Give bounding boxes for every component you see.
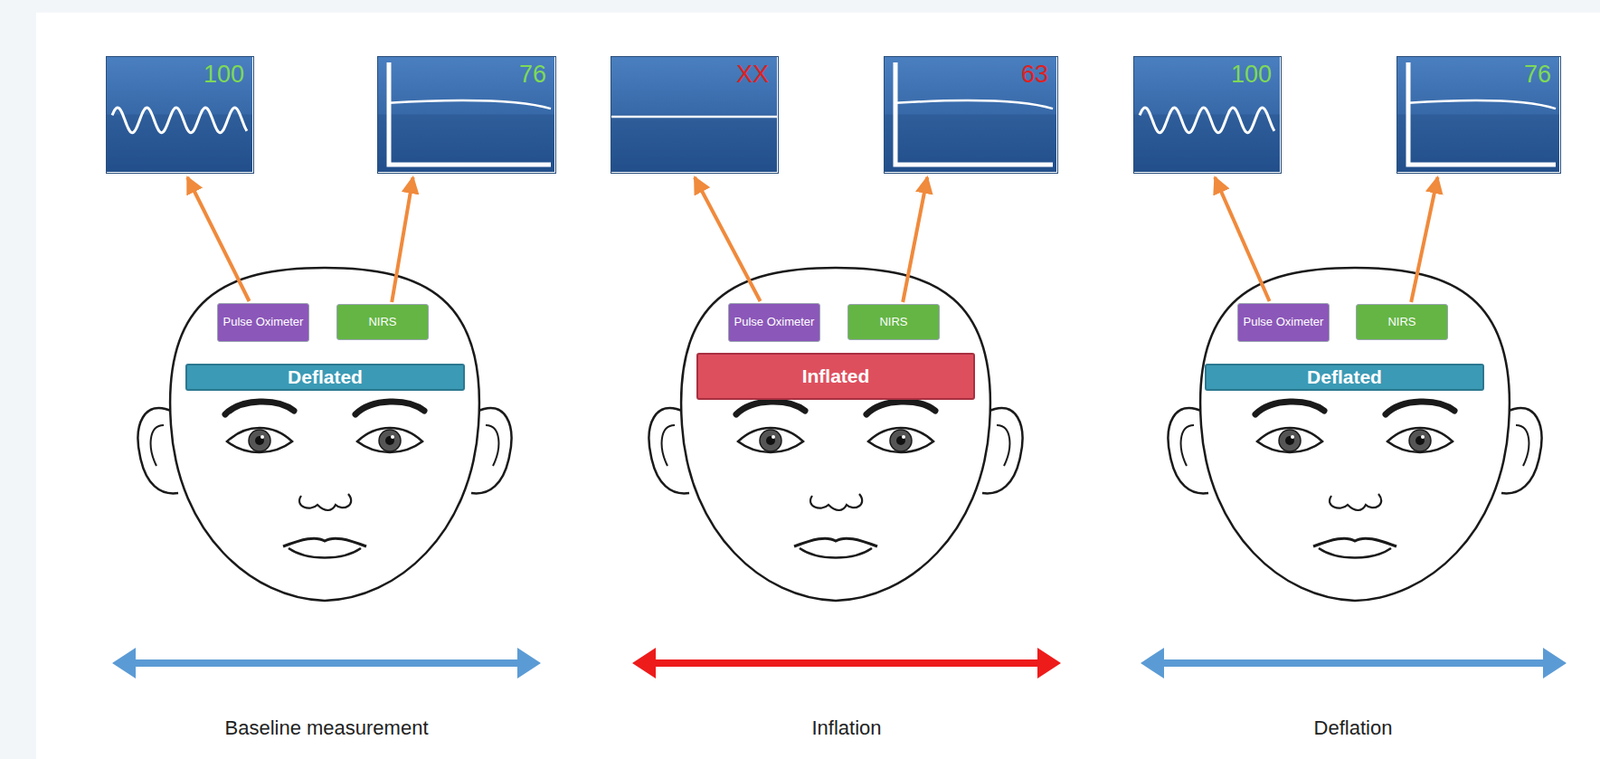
head-drawing [138,267,512,601]
phase-caption: Baseline measurement [224,716,428,740]
reading-value: 100 [1230,60,1272,89]
phase-caption: Inflation [811,716,881,740]
signal-arrow [187,177,249,302]
reading-value: XX [736,60,769,89]
monitor-panel: XX [610,56,779,174]
phase-caption: Deflation [1314,716,1393,740]
nirs-box: NIRS [336,303,429,341]
head-drawing [1168,267,1543,601]
monitor-panel: 100 [1133,56,1282,174]
head-band: Deflated [1204,363,1485,391]
box-label: Deflated [287,366,363,389]
monitor-panel: 100 [105,56,255,174]
pulse-oximeter-box: Pulse Oximeter [1237,302,1331,342]
monitor-panel: 76 [1396,56,1562,174]
signal-arrow [391,177,413,303]
head-band: Deflated [185,363,465,391]
box-label: Pulse Oximeter [734,315,815,329]
signal-arrow [1410,177,1438,303]
monitor-panel: 63 [883,56,1059,174]
signal-arrow [694,177,761,302]
reading-value: 76 [1524,60,1552,89]
nirs-box: NIRS [1355,303,1449,341]
head-drawing [649,267,1023,601]
box-label: Deflated [1306,366,1383,389]
box-label: NIRS [879,315,908,329]
signal-arrow [902,177,928,303]
phase-double-arrow [1140,647,1567,679]
phase-double-arrow [112,647,541,679]
reading-value: 100 [203,60,245,89]
head-band: Inflated [696,352,976,400]
box-label: Pulse Oximeter [1243,315,1325,329]
box-label: NIRS [1387,315,1416,329]
box-label: Inflated [802,365,871,388]
reading-value: 76 [519,60,547,89]
nirs-box: NIRS [847,303,940,341]
pulse-oximeter-box: Pulse Oximeter [728,302,822,342]
box-label: Pulse Oximeter [223,315,304,329]
signal-arrow [1214,177,1269,302]
monitor-panel: 76 [377,56,557,174]
phase-double-arrow [632,647,1061,679]
pulse-oximeter-box: Pulse Oximeter [217,302,311,342]
box-label: NIRS [368,315,397,329]
reading-value: 63 [1021,60,1049,89]
